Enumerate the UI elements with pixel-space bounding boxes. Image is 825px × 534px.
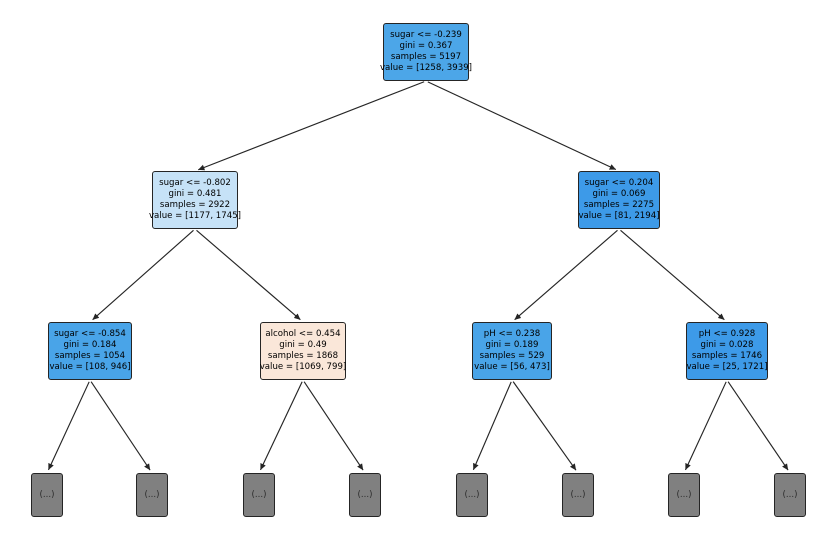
node-gini: gini = 0.028 xyxy=(700,339,754,350)
node-condition: pH <= 0.928 xyxy=(698,328,756,339)
edge-n4-l3 xyxy=(303,381,364,471)
edge-n2-n5 xyxy=(514,229,618,321)
tree-leaf-l2: (...) xyxy=(243,473,275,517)
tree-leaf-l0: (...) xyxy=(31,473,63,517)
edge-n3-l0 xyxy=(47,381,90,471)
edge-n6-l6 xyxy=(684,381,727,471)
tree-leaf-l3: (...) xyxy=(349,473,381,517)
node-value: value = [25, 1721] xyxy=(686,362,768,373)
edge-n0-n1 xyxy=(198,81,425,171)
leaf-label: (...) xyxy=(464,490,480,500)
node-gini: gini = 0.184 xyxy=(63,339,117,350)
leaf-label: (...) xyxy=(144,490,160,500)
edge-n5-l4 xyxy=(472,381,512,471)
node-gini: gini = 0.069 xyxy=(592,188,646,199)
node-samples: samples = 5197 xyxy=(390,52,462,62)
node-gini: gini = 0.189 xyxy=(485,339,539,350)
node-condition: alcohol <= 0.454 xyxy=(265,328,341,339)
edge-n1-n3 xyxy=(92,229,194,321)
node-samples: samples = 2275 xyxy=(583,200,655,210)
node-samples: samples = 1054 xyxy=(54,351,126,361)
edge-n1-n4 xyxy=(196,229,301,321)
leaf-label: (...) xyxy=(570,490,586,500)
tree-leaf-l6: (...) xyxy=(668,473,700,517)
edge-n0-n2 xyxy=(427,81,617,171)
node-value: value = [81, 2194] xyxy=(578,211,660,222)
node-value: value = [1177, 1745] xyxy=(148,211,242,222)
edge-n6-l7 xyxy=(727,381,789,471)
node-value: value = [56, 473] xyxy=(474,362,550,373)
node-samples: samples = 1868 xyxy=(267,351,339,361)
node-condition: sugar <= 0.204 xyxy=(584,177,654,188)
tree-leaf-l7: (...) xyxy=(774,473,806,517)
node-condition: pH <= 0.238 xyxy=(483,328,541,339)
edge-n5-l5 xyxy=(512,381,577,471)
node-samples: samples = 529 xyxy=(479,351,545,361)
leaf-label: (...) xyxy=(782,490,798,500)
leaf-label: (...) xyxy=(357,490,373,500)
node-condition: sugar <= -0.854 xyxy=(54,328,126,339)
node-condition: sugar <= -0.239 xyxy=(390,29,462,40)
edge-n2-n6 xyxy=(620,229,725,321)
node-samples: samples = 1746 xyxy=(691,351,763,361)
node-value: value = [108, 946] xyxy=(49,362,131,373)
tree-leaf-l4: (...) xyxy=(456,473,488,517)
leaf-label: (...) xyxy=(676,490,692,500)
leaf-label: (...) xyxy=(39,490,55,500)
node-samples: samples = 2922 xyxy=(159,200,231,210)
node-gini: gini = 0.367 xyxy=(399,40,453,51)
node-gini: gini = 0.49 xyxy=(279,339,327,350)
leaf-label: (...) xyxy=(251,490,267,500)
node-value: value = [1258, 3939] xyxy=(379,63,473,74)
node-condition: sugar <= -0.802 xyxy=(159,177,231,188)
edge-n3-l1 xyxy=(90,381,151,471)
edge-n4-l2 xyxy=(259,381,303,471)
node-value: value = [1069, 799] xyxy=(259,362,347,373)
tree-leaf-l5: (...) xyxy=(562,473,594,517)
tree-leaf-l1: (...) xyxy=(136,473,168,517)
node-gini: gini = 0.481 xyxy=(168,188,222,199)
